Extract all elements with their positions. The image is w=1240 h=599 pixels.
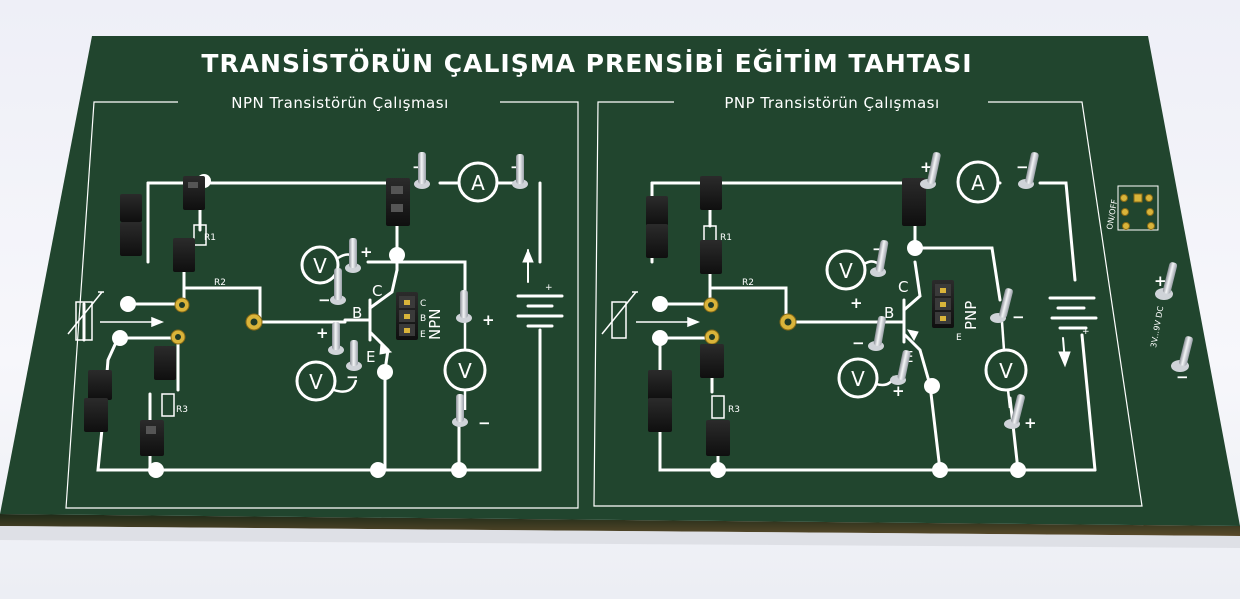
board-title: TRANSİSTÖRÜN ÇALIŞMA PRENSİBİ EĞİTİM TAH… xyxy=(201,48,972,78)
npn-transistor-type: NPN xyxy=(426,309,444,341)
npn-sign-5: + xyxy=(482,311,495,329)
pnp-potentiometer-symbol xyxy=(601,291,701,339)
npn-voltmeter-ce xyxy=(295,360,337,402)
npn-ammeter-label: A xyxy=(471,171,485,195)
pcb-board xyxy=(0,36,1240,526)
pnp-voltmeter-cb xyxy=(825,249,867,291)
power-switch-pads xyxy=(1120,193,1155,230)
pnp-sign-5: − xyxy=(1012,308,1025,326)
pnp-voltmeter-out xyxy=(984,348,1028,392)
npn-ammeter xyxy=(457,161,499,203)
npn-emitter-label: E xyxy=(366,348,375,366)
npn-section-frame xyxy=(65,101,579,509)
pnp-ammeter xyxy=(956,160,1000,204)
pnp-battery-symbol xyxy=(1048,296,1098,368)
pnp-section-frame xyxy=(593,101,1143,507)
npn-sign-3: + xyxy=(316,324,329,342)
pnp-battery-plus: + xyxy=(1082,327,1090,337)
npn-sign-1: + xyxy=(360,243,373,261)
npn-battery-plus: + xyxy=(545,283,553,293)
npn-sign-4: − xyxy=(346,368,359,386)
npn-section-title: NPN Transistörün Çalışması xyxy=(231,94,449,112)
npn-pin-b: B xyxy=(420,314,426,324)
pnp-sign-2: + xyxy=(850,294,863,312)
power-plus-sign: + xyxy=(1154,272,1167,290)
npn-sign-6: − xyxy=(478,414,491,432)
pnp-transistor-type: PNP xyxy=(962,301,980,330)
npn-potentiometer-symbol xyxy=(67,291,165,341)
pnp-pin-e: E xyxy=(956,333,962,343)
npn-r1-label: R1 xyxy=(204,233,216,243)
npn-gold-pad-holes xyxy=(175,302,258,340)
npn-transistor-symbol xyxy=(343,268,399,372)
pin-headers xyxy=(84,176,926,456)
pnp-transistor-symbol xyxy=(876,260,932,387)
npn-voltmeter-be-label: V xyxy=(313,254,327,278)
test-pegs xyxy=(328,152,1193,429)
npn-resistors xyxy=(161,224,207,417)
pnp-r3-label: R3 xyxy=(728,405,740,415)
pnp-voltmeter-be-label: V xyxy=(851,367,865,391)
pnp-junction-dots xyxy=(652,240,1026,478)
npn-voltmeter-ce-label: V xyxy=(309,370,323,394)
npn-transistor-socket xyxy=(396,292,418,340)
pnp-section-title: PNP Transistörün Çalışması xyxy=(724,94,939,112)
npn-battery-symbol xyxy=(516,248,564,328)
pnp-sign-4: + xyxy=(892,382,905,400)
npn-voltmeter-out-label: V xyxy=(458,359,472,383)
power-minus-sign: − xyxy=(1176,368,1189,386)
pnp-collector-label: C xyxy=(898,278,908,296)
pnp-voltmeter-cb-label: V xyxy=(839,259,853,283)
pnp-voltmeter-out-label: V xyxy=(999,359,1013,383)
pnp-ammeter-label: A xyxy=(971,171,985,195)
npn-pin-c: C xyxy=(420,299,426,309)
npn-sign-2: − xyxy=(318,291,331,309)
board-shadow xyxy=(0,526,1240,548)
pnp-voltmeter-be xyxy=(837,357,879,399)
pnp-r2-label: R2 xyxy=(742,278,754,288)
npn-collector-label: C xyxy=(372,282,382,300)
board-edge xyxy=(0,514,1240,536)
npn-r3-label: R3 xyxy=(176,405,188,415)
pnp-transistor-socket xyxy=(932,280,954,328)
pnp-sign-6: + xyxy=(1024,414,1037,432)
npn-r2-label: R2 xyxy=(214,278,226,288)
power-switch-outline xyxy=(1117,185,1159,231)
npn-voltmeter-be xyxy=(300,245,340,285)
pnp-gold-pad-holes xyxy=(708,302,792,340)
pnp-base-label: B xyxy=(884,304,894,322)
pnp-r1-label: R1 xyxy=(720,233,732,243)
npn-base-label: B xyxy=(352,304,362,322)
npn-pin-e: E xyxy=(420,330,426,340)
pnp-sign-8: − xyxy=(1016,158,1029,176)
pnp-sign-3: − xyxy=(852,334,865,352)
